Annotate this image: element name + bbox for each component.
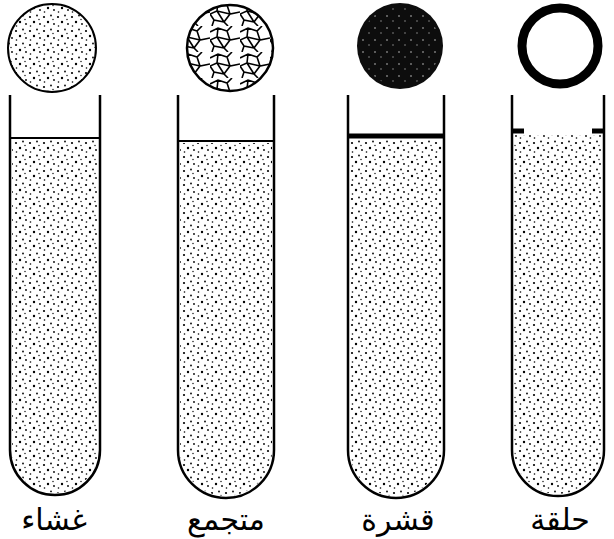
aggregate-label: متجمع [185, 503, 267, 536]
membrane-surface [10, 137, 100, 139]
tube-outlines [10, 95, 604, 498]
crust-label: قشرة [359, 503, 436, 536]
top-view-crust [357, 3, 443, 89]
aggregate-surface [178, 140, 274, 142]
ring-marks [513, 129, 603, 134]
top-view-aggregate [185, 3, 277, 95]
crust-surface [348, 134, 444, 139]
ring-label: حلقة [528, 503, 592, 536]
top-view-ring [522, 8, 598, 84]
top-view-membrane [8, 4, 96, 92]
tube-liquid [12, 135, 602, 496]
membrane-label: غشاء [19, 503, 89, 536]
